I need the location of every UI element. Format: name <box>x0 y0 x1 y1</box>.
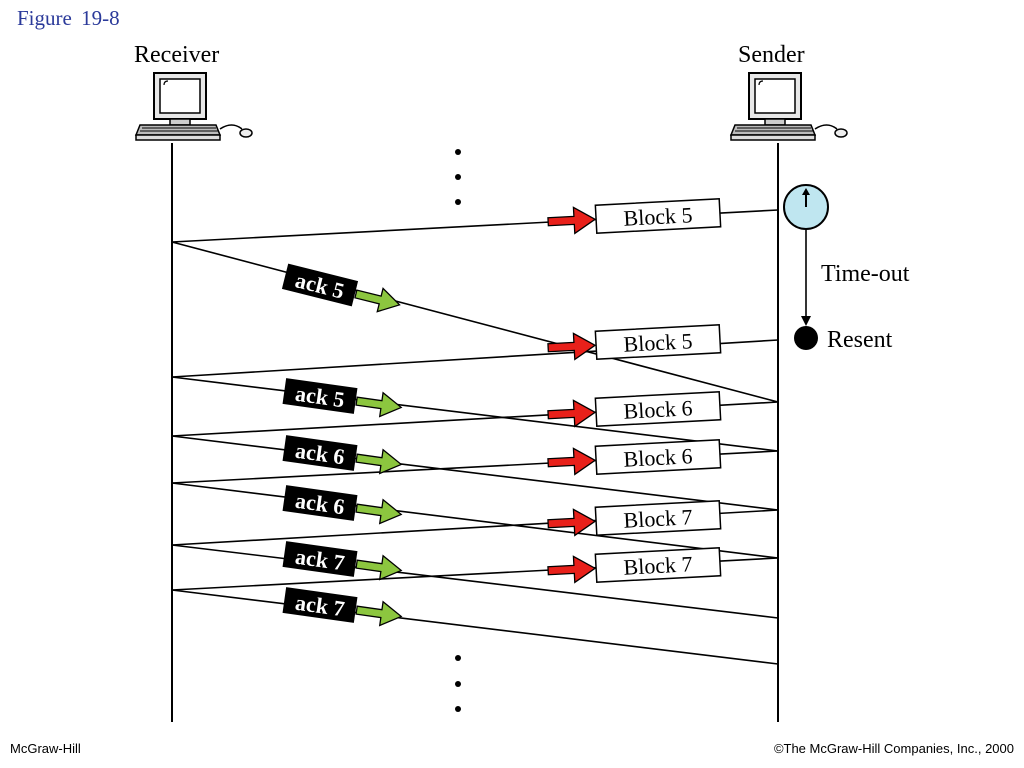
block-label: Block 5 <box>547 323 722 361</box>
left-arrow-icon <box>547 206 597 235</box>
svg-text:Block 7: Block 7 <box>623 551 693 580</box>
resent-dot-icon <box>794 326 818 350</box>
block-label: Block 7 <box>547 499 722 537</box>
top-ellipsis <box>455 149 461 205</box>
svg-text:ack 6: ack 6 <box>294 438 346 470</box>
right-arrow-icon <box>355 554 403 581</box>
svg-text:Block 7: Block 7 <box>623 504 693 533</box>
svg-text:ack 5: ack 5 <box>293 267 347 303</box>
block-label: Block 5 <box>547 197 722 235</box>
ack-7-line <box>171 544 779 619</box>
ack-6-line <box>171 435 779 511</box>
left-arrow-icon <box>547 508 597 537</box>
ack-label: ack 6 <box>282 435 403 475</box>
right-arrow-icon <box>355 600 403 627</box>
svg-text:Block 6: Block 6 <box>623 443 693 472</box>
right-arrow-icon <box>355 448 403 475</box>
ack-label: ack 7 <box>282 587 403 627</box>
resent-label: Resent <box>827 327 893 353</box>
svg-text:ack 7: ack 7 <box>294 544 346 576</box>
timeout-arrow <box>801 229 811 326</box>
svg-text:ack 7: ack 7 <box>294 590 346 622</box>
svg-text:Block 6: Block 6 <box>623 395 693 424</box>
ack-label: ack 5 <box>281 263 401 313</box>
receiver-label: Receiver <box>134 42 220 68</box>
svg-text:ack 5: ack 5 <box>294 381 346 413</box>
sender-label: Sender <box>738 42 805 68</box>
block-label: Block 6 <box>547 390 722 428</box>
ack-7-dup-line <box>171 589 779 665</box>
right-arrow-icon <box>354 287 401 313</box>
left-arrow-icon <box>547 399 597 428</box>
receiver-computer-icon <box>135 72 253 141</box>
left-arrow-icon <box>547 555 597 584</box>
bottom-ellipsis <box>455 655 461 712</box>
timeout-label: Time-out <box>821 261 910 287</box>
ack-5-lost-line <box>171 241 779 403</box>
clock-icon <box>783 184 829 230</box>
figure-title: Figure 19-8 <box>17 6 120 30</box>
svg-text:Block 5: Block 5 <box>623 328 693 357</box>
ack-label: ack 6 <box>282 485 403 525</box>
ack-label: ack 7 <box>282 541 403 581</box>
svg-text:Block 5: Block 5 <box>623 202 693 231</box>
footer-publisher: McGraw-Hill <box>10 741 81 756</box>
message-lines <box>171 209 779 665</box>
ack-6-dup-line <box>171 482 779 559</box>
left-arrow-icon <box>547 447 597 476</box>
footer-copyright: ©The McGraw-Hill Companies, Inc., 2000 <box>773 741 1014 756</box>
block-label: Block 7 <box>547 546 722 584</box>
ack-5-line <box>171 376 779 452</box>
left-arrow-icon <box>547 332 597 361</box>
right-arrow-icon <box>355 391 403 418</box>
sender-computer-icon <box>730 72 848 141</box>
block-label: Block 6 <box>547 438 722 476</box>
right-arrow-icon <box>355 498 403 525</box>
svg-text:ack 6: ack 6 <box>294 488 346 520</box>
ack-label: ack 5 <box>282 378 403 418</box>
